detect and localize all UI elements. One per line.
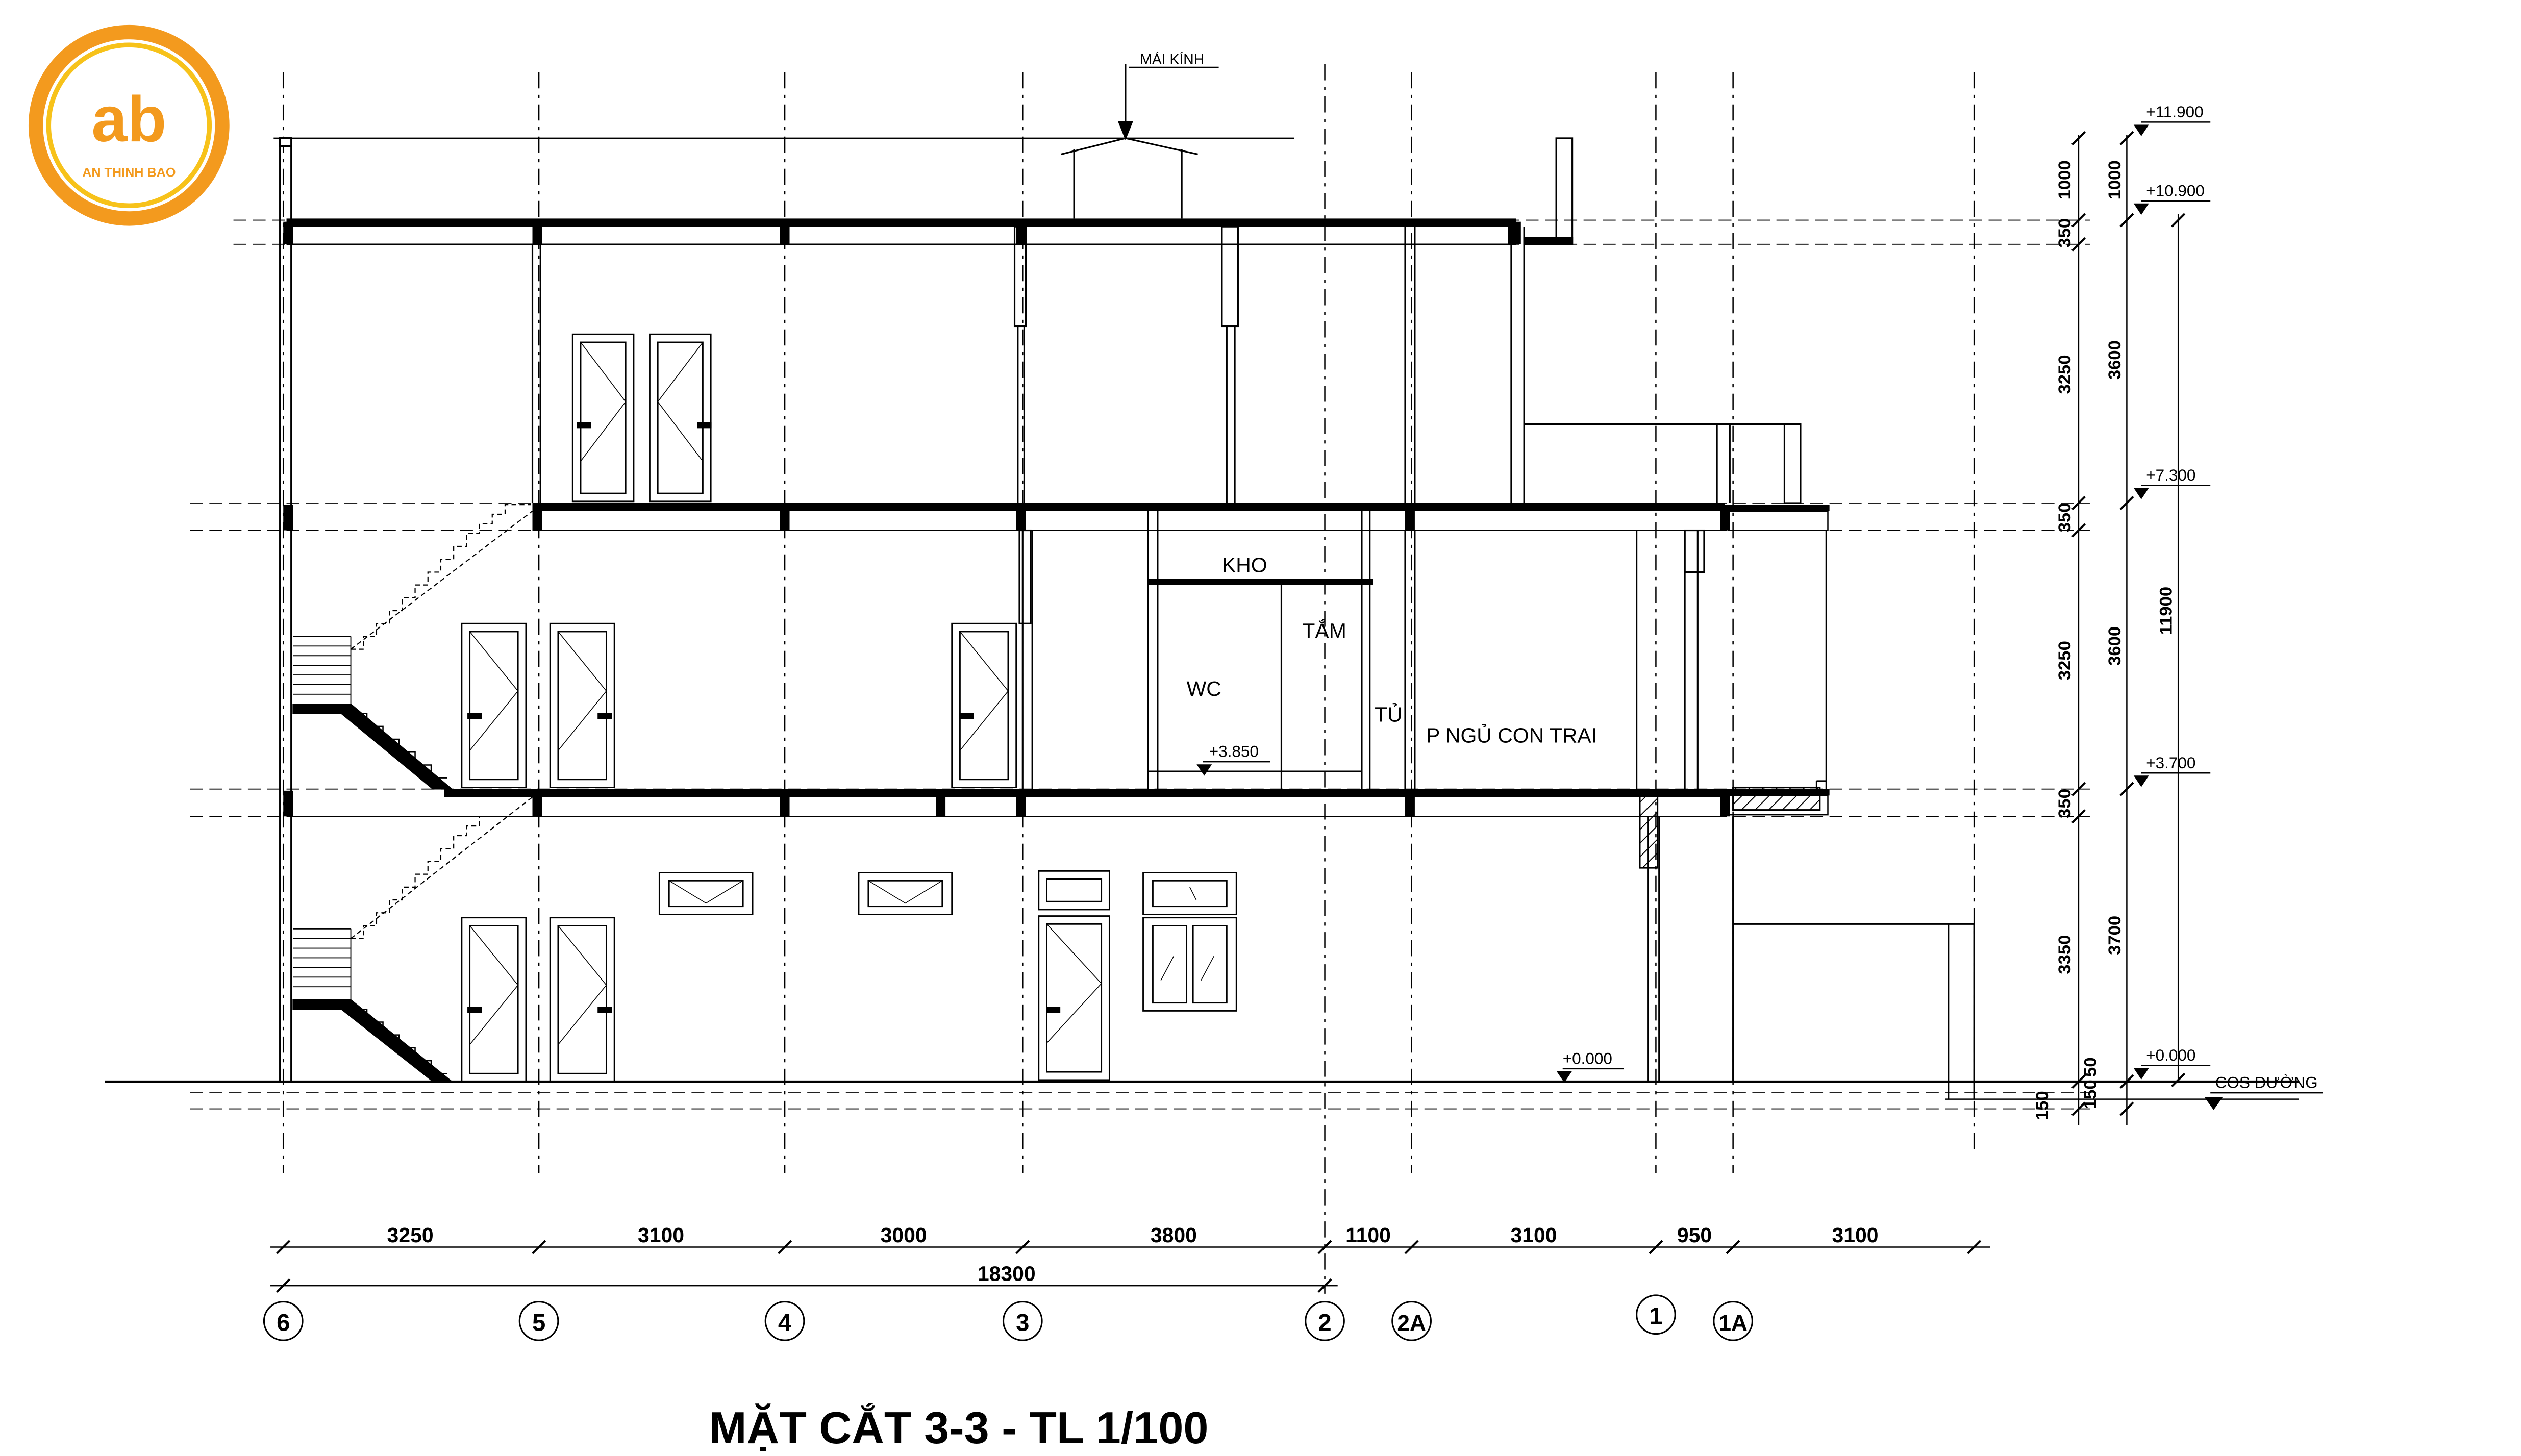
level-reference-lines (190, 219, 2090, 1110)
axis-label: 1 (1649, 1303, 1662, 1330)
axis-label: 6 (277, 1309, 290, 1336)
axis-label: 4 (778, 1309, 792, 1336)
room-label-wc: WC (1187, 677, 1221, 700)
vdim-inner-3: 3250 (2055, 355, 2075, 394)
vdim-inner-8: 150 (2033, 1091, 2052, 1120)
left-wall (279, 137, 292, 1082)
logo-ring-inner (46, 42, 212, 208)
vdim-middle-1: 1000 (2105, 160, 2125, 199)
door (649, 333, 712, 503)
room-labels: KHO TẮM WC TỦ P NGỦ CON TRAI (1187, 553, 1598, 747)
door (461, 622, 527, 788)
grid-axis-bubbles: 6 5 4 3 2 2A 1 1A (263, 1294, 1754, 1341)
room-label-bedroom: P NGỦ CON TRAI (1426, 723, 1597, 747)
vdim-middle-2: 3600 (2105, 340, 2125, 380)
axis-label: 2A (1397, 1311, 1426, 1336)
right-level-texts: +11.900 +10.900 +7.300 +3.700 +0.000 COS… (2146, 103, 2317, 1092)
window (1142, 872, 1237, 1012)
door (549, 622, 615, 788)
logo-mark: ab (91, 83, 166, 155)
door (571, 333, 635, 503)
vdim-inner-4: 350 (2055, 503, 2075, 532)
door (461, 917, 527, 1083)
vdim-middle-5: 150 (2081, 1080, 2101, 1109)
vdim-total: 11900 (2157, 587, 2176, 635)
level-right-3: +7.300 (2146, 466, 2195, 484)
hdim-8: 3100 (1832, 1223, 1879, 1247)
hdim-1: 3250 (387, 1223, 434, 1247)
horizontal-dimension-lines (270, 1240, 1990, 1293)
company-logo: ab AN THINH BAO (28, 24, 230, 226)
vdim-inner-7: 3350 (2055, 935, 2075, 974)
stairs (292, 504, 533, 1082)
second-floor-slab (444, 789, 1725, 797)
right-level-markers (2133, 121, 2323, 1110)
axis-bubble: 5 (518, 1301, 559, 1341)
hdim-6: 3100 (1510, 1223, 1557, 1247)
hatched-beam (1639, 794, 1659, 869)
axis-bubble: 4 (764, 1301, 805, 1341)
axis-label: 5 (532, 1309, 545, 1336)
beam-markers (283, 221, 1730, 817)
axis-label: 2 (1318, 1309, 1331, 1336)
windows (658, 872, 1237, 1012)
axis-label: 3 (1016, 1309, 1029, 1336)
hdim-total: 18300 (978, 1262, 1036, 1286)
doors (461, 333, 1110, 1083)
axis-bubble: 1A (1713, 1301, 1754, 1341)
level-road: COS ĐƯỜNG (2215, 1073, 2318, 1092)
room-label-tam: TẮM (1302, 619, 1346, 643)
vertical-dimension-lines (2071, 131, 2186, 1125)
vdim-inner-2: 350 (2055, 218, 2075, 248)
room-label-tu: TỦ (1375, 702, 1403, 726)
door (549, 917, 615, 1083)
vdim-middle-4: 3700 (2105, 916, 2125, 955)
hdim-2: 3100 (638, 1223, 684, 1247)
door-with-transom (1038, 870, 1110, 1081)
walls (531, 137, 1975, 1099)
kho-slab (1147, 579, 1374, 585)
internal-level-marks (1196, 761, 1624, 1083)
third-floor-slab (532, 503, 1725, 511)
vdim-extra: 50 (2081, 1057, 2101, 1077)
hdim-3: 3000 (881, 1223, 927, 1247)
axis-bubble: 1 (1636, 1294, 1676, 1335)
hdim-5: 1100 (1345, 1223, 1391, 1247)
level-mark-ground-inside: +0.000 (1563, 1049, 1612, 1067)
glass-roof (1061, 64, 1219, 219)
horizontal-dimension-texts: 3250 3100 3000 3800 1100 3100 950 3100 1… (387, 1223, 1879, 1286)
hatched-balcony (1732, 786, 1821, 811)
vdim-inner-1: 1000 (2055, 160, 2075, 199)
roof-slab (286, 218, 1516, 227)
axis-bubble: 2A (1391, 1301, 1432, 1341)
floor-slabs (286, 218, 1830, 797)
axis-label: 1A (1718, 1311, 1747, 1336)
hdim-4: 3800 (1151, 1223, 1197, 1247)
vdim-inner-5: 3250 (2055, 641, 2075, 680)
level-mark-wc-floor: +3.850 (1209, 742, 1259, 761)
balcony-slab-upper (1725, 505, 1830, 511)
roof-label: MÁI KÍNH (1140, 52, 1204, 68)
drawing-title: MẶT CẮT 3-3 - TL 1/100 (709, 1402, 1208, 1453)
vertical-dimension-texts: 1000 350 3250 350 3250 350 3350 150 1000… (2033, 160, 2176, 1120)
vdim-middle-3: 3600 (2105, 626, 2125, 666)
door (951, 622, 1017, 788)
level-right-1: +11.900 (2146, 103, 2203, 121)
level-right-2: +10.900 (2146, 181, 2205, 199)
vdim-inner-6: 350 (2055, 789, 2075, 818)
level-right-4: +3.700 (2146, 754, 2195, 772)
hdim-7: 950 (1677, 1223, 1712, 1247)
axis-bubble: 3 (1002, 1301, 1043, 1341)
level-right-5: +0.000 (2146, 1046, 2195, 1064)
axis-bubble: 2 (1305, 1301, 1345, 1341)
axis-bubble: 6 (263, 1301, 304, 1341)
window (858, 872, 953, 915)
logo-company-name: AN THINH BAO (82, 166, 176, 180)
room-label-kho: KHO (1222, 553, 1267, 576)
window (658, 872, 754, 915)
logo-ring (28, 24, 230, 226)
